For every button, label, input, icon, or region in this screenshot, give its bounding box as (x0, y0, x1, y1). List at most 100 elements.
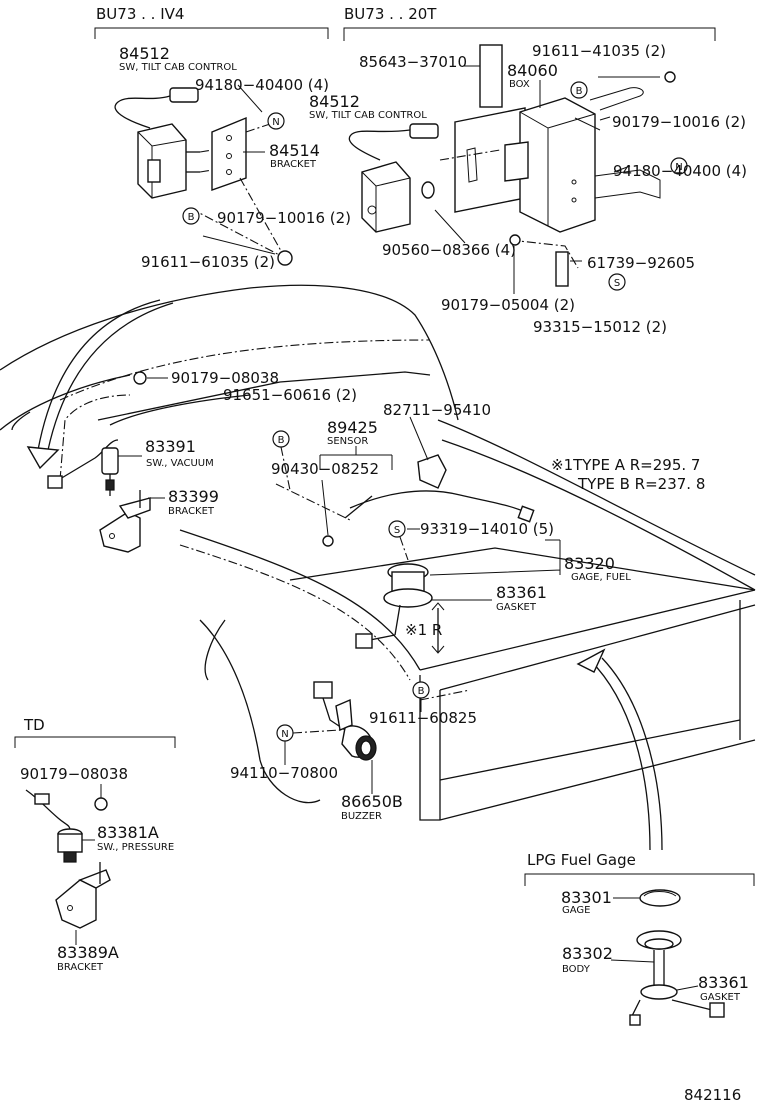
box-84060 (454, 87, 661, 233)
label-90560-08366: 90560−08366 (4) (382, 241, 516, 259)
label-83361: 83361 (496, 583, 547, 602)
label-83381a: 83381A (97, 823, 159, 842)
symbol-b-icon: B (412, 681, 430, 699)
svg-text:B: B (576, 86, 583, 97)
symbol-b-icon: B (272, 430, 290, 448)
label-type-a: ※1TYPE A R=295. 7 (551, 456, 700, 474)
bracket-84514 (211, 116, 247, 191)
label-84060-desc: BOX (509, 79, 530, 90)
arrow-left-icon (26, 299, 174, 470)
section-bracket-lpg (524, 873, 755, 886)
nut-small-icon (664, 71, 676, 83)
label-83320: 83320 (564, 554, 615, 573)
label-84512: 84512 (119, 44, 170, 63)
label-84512-right-desc: SW, TILT CAB CONTROL (309, 110, 427, 121)
section-title-td: TD (23, 716, 45, 734)
svg-text:B: B (188, 212, 195, 223)
part-61739-92605 (555, 251, 569, 287)
label-86650b-desc: BUZZER (341, 811, 382, 822)
label-89425-desc: SENSOR (327, 436, 368, 447)
label-83399-desc: BRACKET (168, 506, 215, 517)
arrow-right-icon (576, 648, 663, 851)
label-90179-08038-td: 90179−08038 (20, 765, 128, 783)
symbol-n-icon: N (267, 112, 285, 130)
label-91651-60616: 91651−60616 (2) (223, 386, 357, 404)
label-84512-desc: SW, TILT CAB CONTROL (119, 62, 237, 73)
symbol-n-icon: N (276, 724, 294, 742)
symbol-s-icon: S (608, 273, 626, 291)
svg-text:N: N (675, 162, 682, 173)
label-83302-desc: BODY (562, 964, 591, 975)
svg-text:N: N (272, 117, 279, 128)
nut-icon (277, 250, 293, 266)
symbol-n-icon: N (670, 157, 688, 175)
label-83361-lpg: 83361 (698, 973, 749, 992)
label-85643-37010: 85643−37010 (359, 53, 467, 71)
label-94180-40400: 94180−40400 (4) (195, 76, 329, 94)
label-type-b: TYPE B R=237. 8 (577, 475, 705, 493)
bracket-83399 (99, 490, 151, 553)
sensor-89425 (322, 454, 535, 547)
label-83381a-desc: SW., PRESSURE (97, 842, 174, 853)
part-85643-37010 (479, 44, 503, 108)
washer-icon (509, 234, 521, 246)
label-83301-desc: GAGE (562, 905, 590, 916)
section-bracket-td (14, 736, 176, 748)
label-84514-desc: BRACKET (270, 159, 317, 170)
tilt-cab-switch-left (114, 87, 200, 199)
section-bracket-bu73-iv4 (94, 27, 329, 39)
symbol-b-icon: B (570, 81, 588, 99)
label-82711-95410: 82711−95410 (383, 401, 491, 419)
section-title-bu73-iv4: BU73 . . IV4 (96, 5, 184, 23)
figure-number: 842116 (684, 1086, 741, 1104)
svg-text:N: N (281, 729, 288, 740)
label-83391-desc: SW., VACUUM (146, 458, 214, 469)
label-90179-08038: 90179−08038 (171, 369, 279, 387)
nut-icon (133, 371, 147, 385)
svg-text:S: S (394, 525, 400, 536)
section-title-lpg: LPG Fuel Gage (527, 851, 636, 869)
label-84514: 84514 (269, 141, 320, 160)
buzzer-86650b (313, 681, 377, 761)
label-83399: 83399 (168, 487, 219, 506)
section-title-bu73-20t: BU73 . . 20T (344, 5, 437, 23)
tilt-cab-switch-right (348, 123, 439, 233)
label-93319-14010: 93319−14010 (5) (420, 520, 554, 538)
label-83361-desc: GASKET (496, 602, 537, 613)
nut-icon (94, 797, 108, 811)
label-radius-ref: ※1 R (405, 621, 442, 639)
label-84060: 84060 (507, 61, 558, 80)
label-83361-lpg-desc: GASKET (700, 992, 741, 1003)
grommet-icon (421, 181, 435, 199)
symbol-s-icon: S (388, 520, 406, 538)
section-bracket-bu73-20t (343, 27, 716, 41)
symbol-b-icon: B (182, 207, 200, 225)
label-86650b: 86650B (341, 792, 403, 811)
label-83302: 83302 (562, 944, 613, 963)
label-94110-70800: 94110−70800 (230, 764, 338, 782)
label-84512-right: 84512 (309, 92, 360, 111)
label-93315-15012: 93315−15012 (2) (533, 318, 667, 336)
label-91611-60825: 91611−60825 (369, 709, 477, 727)
label-94180-40400-right: 94180−40400 (4) (613, 162, 747, 180)
fuel-gage-83320 (355, 563, 445, 654)
label-83391: 83391 (145, 437, 196, 456)
label-83320-desc: GAGE, FUEL (571, 572, 631, 583)
label-90179-05004: 90179−05004 (2) (441, 296, 575, 314)
svg-text:S: S (614, 278, 620, 289)
truck-bed (179, 419, 756, 821)
label-83389a: 83389A (57, 943, 119, 962)
bracket-83389a (55, 862, 111, 929)
label-91611-41035: 91611−41035 (2) (532, 42, 666, 60)
svg-text:B: B (418, 686, 425, 697)
label-83301: 83301 (561, 888, 612, 907)
vacuum-switch-83391 (47, 439, 119, 496)
label-91611-61035: 91611−61035 (2) (141, 253, 275, 271)
lpg-gage-83301 (639, 889, 681, 907)
label-83389a-desc: BRACKET (57, 962, 104, 973)
label-61739-92605: 61739−92605 (587, 254, 695, 272)
label-90430-08252: 90430−08252 (271, 460, 379, 478)
pressure-switch-83381a (25, 789, 83, 863)
label-89425: 89425 (327, 418, 378, 437)
